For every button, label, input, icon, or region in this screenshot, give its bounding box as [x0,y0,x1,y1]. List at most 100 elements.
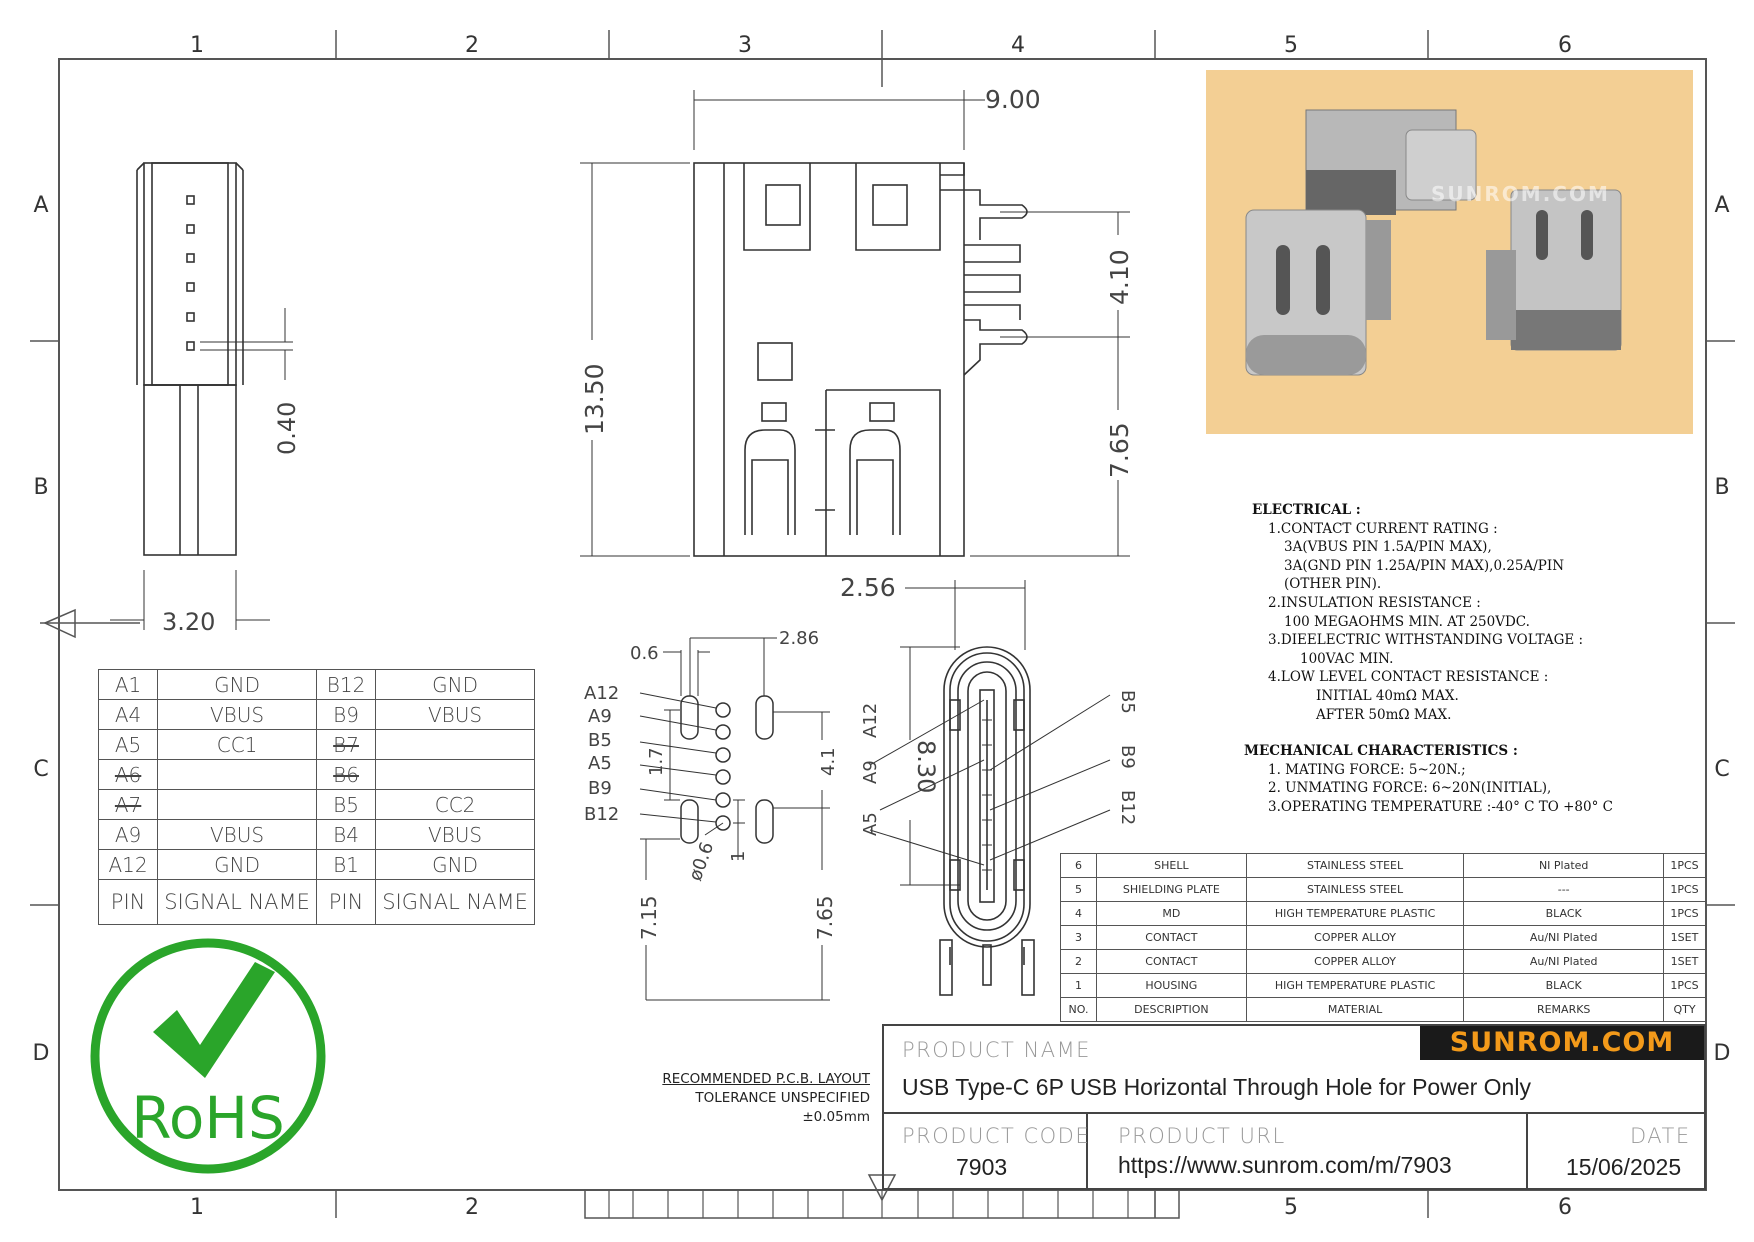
front-label-a9: A9 [860,760,881,784]
pcb-label-b9: B9 [588,778,612,799]
pin-cell: A6 [97,759,159,790]
product-name: USB Type-C 6P USB Horizontal Through Hol… [902,1074,1531,1100]
date-label: DATE [1630,1124,1691,1148]
signal-cell: GND [375,669,535,700]
connector-photo-2 [1245,209,1391,376]
connector-photo-1 [1305,109,1477,215]
pin-header-cell: PIN [97,879,159,925]
dim-side-pitch: 0.40 [273,402,301,455]
bom-cell-no: 5 [1060,877,1097,902]
bom-header-cell: REMARKS [1463,997,1664,1022]
rohs-logo [90,938,326,1174]
signal-cell [375,729,535,760]
bom-cell-rem: --- [1463,877,1664,902]
pcb-label-a5: A5 [588,753,612,774]
dim-front-width: 2.56 [840,573,896,602]
bom-cell-mat: HIGH TEMPERATURE PLASTIC [1245,901,1465,926]
pcb-label-a12: A12 [584,683,619,704]
dim-pcb-pitch: 1.7 [646,747,667,776]
pcb-label-b12: B12 [584,804,619,825]
bom-cell-qty: 1PCS [1663,877,1706,902]
note-e2: 2.INSULATION RESISTANCE : [1268,594,1481,611]
bom-cell-rem: NI Plated [1463,853,1664,878]
product-url[interactable]: https://www.sunrom.com/m/7903 [1118,1152,1452,1178]
grid-col-1-bottom: 1 [190,1195,204,1220]
product-name-label: PRODUCT NAME [902,1038,1091,1062]
note-e2a: 100 MEGAOHMS MIN. AT 250VDC. [1284,613,1530,630]
note-m3: 3.OPERATING TEMPERATURE :-40° C TO +80° … [1268,798,1613,815]
dim-pcb-hole: ø0.6 [685,839,718,883]
pcb-note-line2: TOLERANCE UNSPECIFIED ±0.05mm [695,1090,870,1125]
pin-cell: B1 [315,849,377,880]
pcb-label-a9: A9 [588,706,612,727]
dim-pcb-offset: 2.86 [779,628,819,649]
dim-pcb-left-depth: 7.15 [637,895,661,940]
pcb-note-line1: RECOMMENDED P.C.B. LAYOUT [662,1071,870,1087]
bom-cell-mat: COPPER ALLOY [1245,925,1465,950]
pcb-layout [639,637,830,1001]
note-e4a: INITIAL 40mΩ MAX. [1316,687,1459,704]
note-m1: 1. MATING FORCE: 5~20N.; [1268,761,1466,778]
specification-notes: ELECTRICAL : 1.CONTACT CURRENT RATING : … [1244,501,1672,817]
product-photo: SUNROM.COM [1206,70,1693,434]
bom-header-cell: QTY [1663,997,1706,1022]
front-label-b5: B5 [1117,690,1138,714]
bom-cell-no: 1 [1060,973,1097,998]
note-e1c: (OTHER PIN). [1284,576,1382,593]
rohs-text: RoHS [131,1084,285,1152]
grid-row-d-right: D [1714,1041,1731,1066]
grid-row-b-right: B [1714,475,1729,500]
bom-header-cell: MATERIAL [1245,997,1465,1022]
product-code: 7903 [956,1154,1008,1180]
grid-col-3-top: 3 [738,33,752,58]
signal-cell [157,789,317,820]
grid-row-c-left: C [33,757,48,782]
grid-col-2-top: 2 [465,33,479,58]
front-label-a12: A12 [860,703,881,738]
bom-cell-qty: 1SET [1663,949,1706,974]
bom-cell-no: 3 [1060,925,1097,950]
signal-cell: GND [157,849,317,880]
bom-cell-desc: SHELL [1095,853,1247,878]
pin-cell: A4 [97,699,159,730]
bom-cell-desc: MD [1095,901,1247,926]
bom-cell-no: 6 [1060,853,1097,878]
grid-col-5-bottom: 5 [1284,1195,1298,1220]
signal-cell [157,759,317,790]
signal-cell: VBUS [157,819,317,850]
bom-cell-qty: 1PCS [1663,853,1706,878]
bom-cell-mat: STAINLESS STEEL [1245,853,1465,878]
pin-cell: B4 [315,819,377,850]
bom-cell-desc: SHIELDING PLATE [1095,877,1247,902]
grid-row-a-right: A [1714,193,1729,218]
bom-cell-desc: HOUSING [1095,973,1247,998]
signal-cell: VBUS [375,699,535,730]
bom-cell-qty: 1PCS [1663,973,1706,998]
signal-cell [375,759,535,790]
dim-pin-span: 4.10 [1105,249,1134,305]
grid-col-2-bottom: 2 [465,1195,479,1220]
bom-cell-qty: 1PCS [1663,901,1706,926]
pcb-layout-note: RECOMMENDED P.C.B. LAYOUT TOLERANCE UNSP… [640,1070,870,1127]
pin-header-cell: SIGNAL NAME [157,879,317,925]
product-code-label: PRODUCT CODE [902,1124,1091,1148]
bom-cell-desc: CONTACT [1095,949,1247,974]
pin-cell: B9 [315,699,377,730]
dim-pcb-one: 1 [728,851,749,862]
dim-height-total: 13.50 [580,363,609,435]
grid-col-1-top: 1 [190,33,204,58]
pin-cell: B7 [315,729,377,760]
bom-cell-rem: BLACK [1463,973,1664,998]
dim-front-height: 8.30 [912,740,940,793]
pin-header-cell: PIN [315,879,377,925]
grid-col-6-bottom: 6 [1558,1195,1572,1220]
front-view [869,580,1111,996]
bom-cell-mat: HIGH TEMPERATURE PLASTIC [1245,973,1465,998]
